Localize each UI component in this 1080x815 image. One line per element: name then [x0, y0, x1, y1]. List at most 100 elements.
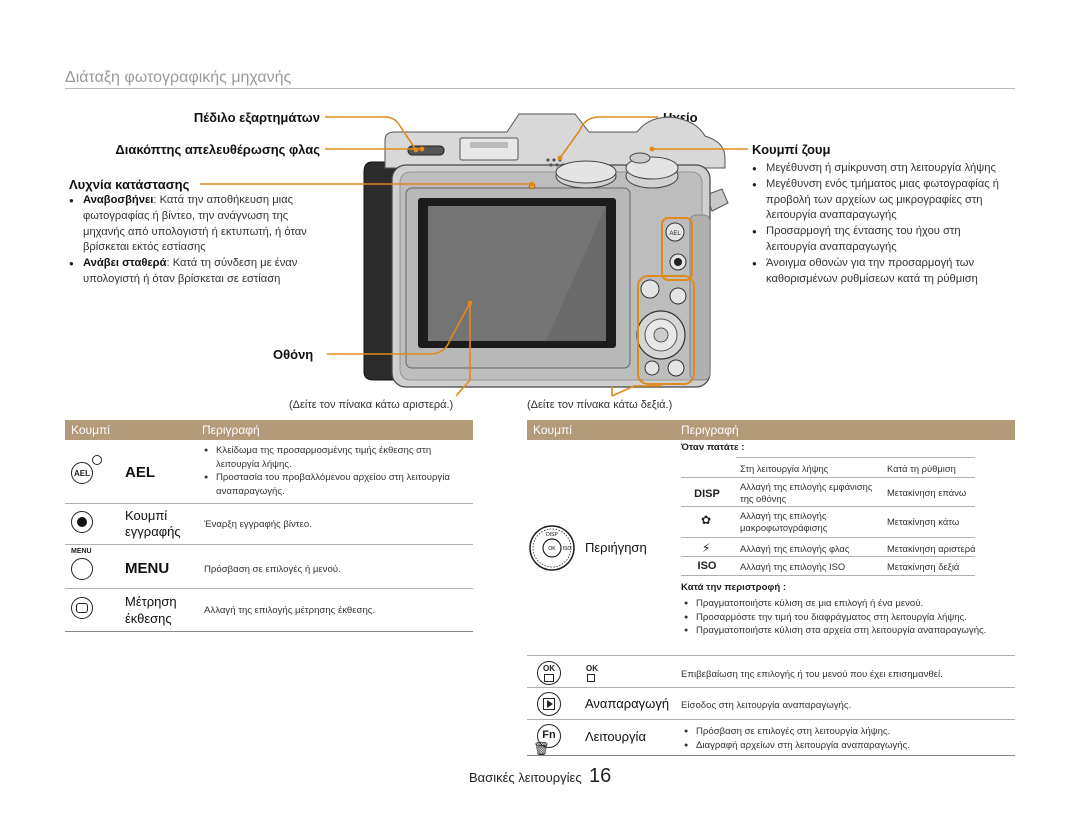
ael-button-name: AEL: [125, 464, 155, 481]
row-divider: [527, 655, 1015, 656]
metering-button-name-1: Μέτρηση: [125, 594, 177, 609]
iso-mode: Αλλαγή της επιλογής ISO: [740, 561, 846, 572]
row-divider: [65, 588, 473, 589]
key-icon: [92, 455, 102, 465]
delete-small-icon: [544, 674, 554, 682]
col-header-button: Κουμπί: [533, 423, 572, 437]
record-button-icon: [71, 511, 93, 533]
table-bottom-rule: [65, 631, 473, 632]
col-header-description: Περιγραφή: [681, 423, 739, 437]
fn-bullet: Διαγραφή αρχείων στη λειτουργία αναπαραγ…: [684, 739, 1014, 753]
when-rotating-label: Κατά την περιστροφή :: [681, 582, 787, 593]
ael-bullet: Προστασία του προβαλλόμενου αρχείου στη …: [204, 471, 470, 498]
zoom-button-label: Κουμπί ζουμ: [752, 142, 831, 157]
right-table-header: Κουμπί Περιγραφή: [527, 420, 1015, 440]
record-button-name-2: εγγραφής: [125, 524, 181, 539]
iso-setting: Μετακίνηση δεξιά: [887, 561, 960, 572]
row-divider: [65, 503, 473, 504]
sub-table-rule: [681, 556, 975, 557]
sub-table-rule: [736, 457, 975, 458]
navigation-button-name: Περιήγηση: [585, 540, 647, 555]
navigation-dial-icon: DISP ISO OK: [529, 525, 575, 571]
status-lamp-bullet: Αναβοσβήνει: Κατά την αποθήκευση μιας φω…: [69, 193, 319, 256]
page-title: Διάταξη φωτογραφικής μηχανής: [65, 69, 292, 86]
ael-description: Κλείδωμα της προσαρμοσμένης τιμής έκθεση…: [204, 444, 470, 498]
macro-setting: Μετακίνηση κάτω: [887, 516, 960, 527]
sub-header-mode: Στη λειτουργία λήψης: [740, 463, 829, 474]
when-pressed-label: Όταν πατάτε :: [681, 442, 745, 453]
table-bottom-rule: [527, 755, 1015, 756]
disp-setting: Μετακίνηση επάνω: [887, 487, 967, 498]
row-divider: [527, 687, 1015, 688]
ok-button-icon: [537, 661, 561, 685]
playback-button-icon: [537, 692, 561, 716]
metering-button-icon: [71, 597, 93, 619]
playback-description: Είσοδος στη λειτουργία αναπαραγωγής.: [681, 700, 852, 711]
status-lamp-bullets: Αναβοσβήνει: Κατά την αποθήκευση μιας φω…: [69, 193, 319, 288]
iso-key: ISO: [697, 560, 717, 572]
menu-button-icon: [71, 558, 93, 580]
rotate-bullets: Πραγματοποιήστε κύλιση σε μια επιλογή ή …: [684, 597, 1014, 638]
fn-description: Πρόσβαση σε επιλογές στη λειτουργία λήψη…: [684, 725, 1014, 752]
sub-table-rule: [681, 575, 975, 576]
accessory-shoe-label: Πέδιλο εξαρτημάτων: [193, 110, 320, 125]
rotate-bullet: Πραγματοποιήστε κύλιση σε μια επιλογή ή …: [684, 597, 1014, 611]
col-header-description: Περιγραφή: [202, 423, 260, 437]
svg-text:OK: OK: [548, 546, 556, 552]
macro-mode: Αλλαγή της επιλογής μακροφωτογράφισης: [740, 510, 828, 533]
playback-button-name: Αναπαραγωγή: [585, 696, 670, 711]
screen-label: Οθόνη: [273, 347, 314, 362]
disp-key: DISP: [694, 488, 720, 500]
footer-section: Βασικές λειτουργίες: [469, 770, 582, 785]
record-description: Έναρξη εγγραφής βίντεο.: [204, 519, 312, 530]
rotate-bullet: Πραγματοποιήστε κύλιση στα αρχεία στη λε…: [684, 624, 1014, 638]
sub-header-setting: Κατά τη ρύθμιση: [887, 463, 956, 474]
metering-description: Αλλαγή της επιλογής μέτρησης έκθεσης.: [204, 605, 376, 616]
metering-icon: [76, 603, 88, 613]
zoom-bullet: Άνοιγμα οθονών για την προσαρμογή των κα…: [752, 256, 1014, 288]
zoom-bullet: Μεγέθυνση ή σμίκρυνση στη λειτουργία λήψ…: [752, 161, 1014, 177]
see-right-table-note: (Δείτε τον πίνακα κάτω δεξιά.): [527, 399, 673, 411]
status-lamp-bullet: Ανάβει σταθερά: Κατά τη σύνδεση με έναν …: [69, 256, 319, 288]
status-lamp-label: Λυχνία κατάστασης: [69, 177, 190, 192]
col-header-button: Κουμπί: [71, 423, 110, 437]
fn-bullet: Πρόσβαση σε επιλογές στη λειτουργία λήψη…: [684, 725, 1014, 739]
page-number: 16: [589, 765, 612, 787]
ok-label-small: OK: [586, 664, 598, 673]
row-divider: [65, 544, 473, 545]
menu-small-label: MENU: [71, 548, 92, 555]
zoom-bullet: Προσαρμογή της έντασης του ήχου στη λειτ…: [752, 224, 1014, 256]
svg-text:DISP: DISP: [546, 532, 558, 538]
row-divider: [527, 719, 1015, 720]
zoom-bullet: Μεγέθυνση ενός τμήματος μιας φωτογραφίας…: [752, 177, 1014, 224]
disp-mode: Αλλαγή της επιλογής εμφάνισης της οθόνης: [740, 481, 873, 504]
menu-description: Πρόσβαση σε επιλογές ή μενού.: [204, 564, 341, 575]
ok-description: Επιβεβαίωση της επιλογής ή του μενού που…: [681, 669, 943, 680]
zoom-bullets: Μεγέθυνση ή σμίκρυνση στη λειτουργία λήψ…: [752, 161, 1014, 287]
ael-bullet: Κλείδωμα της προσαρμοσμένης τιμής έκθεση…: [204, 444, 470, 471]
record-dot-icon: [77, 517, 87, 527]
ok-icon-text: OK: [543, 664, 555, 673]
flash-setting: Μετακίνηση αριστερά: [887, 543, 976, 554]
svg-text:AEL: AEL: [669, 231, 681, 237]
flash-bolt-icon: ⚡: [702, 541, 711, 555]
macro-flower-icon: ✿: [701, 513, 712, 527]
playback-frame-icon: [543, 698, 555, 710]
fn-button-name: Λειτουργία: [585, 729, 646, 744]
ok-lock-icon: [587, 674, 595, 682]
flash-release-label: Διακόπτης απελευθέρωσης φλας: [115, 142, 320, 157]
title-divider: [65, 88, 1015, 89]
play-triangle-icon: [547, 700, 553, 708]
see-left-table-note: (Δείτε τον πίνακα κάτω αριστερά.): [289, 399, 454, 411]
flash-mode: Αλλαγή της επιλογής φλας: [740, 543, 850, 554]
rotate-bullet: Προσαρμόστε την τιμή του διαφράγματος στ…: [684, 611, 1014, 625]
left-table-header: Κουμπί Περιγραφή: [65, 420, 473, 440]
sub-table-rule: [681, 477, 975, 478]
trash-icon: 🗑: [533, 741, 550, 756]
svg-text:ISO: ISO: [563, 546, 572, 552]
camera-illustration: AEL: [200, 113, 748, 397]
record-button-name-1: Κουμπί: [125, 508, 168, 523]
sub-table-rule: [681, 506, 975, 507]
fn-icon-text: Fn: [542, 729, 556, 741]
ael-button-icon: [71, 462, 93, 484]
